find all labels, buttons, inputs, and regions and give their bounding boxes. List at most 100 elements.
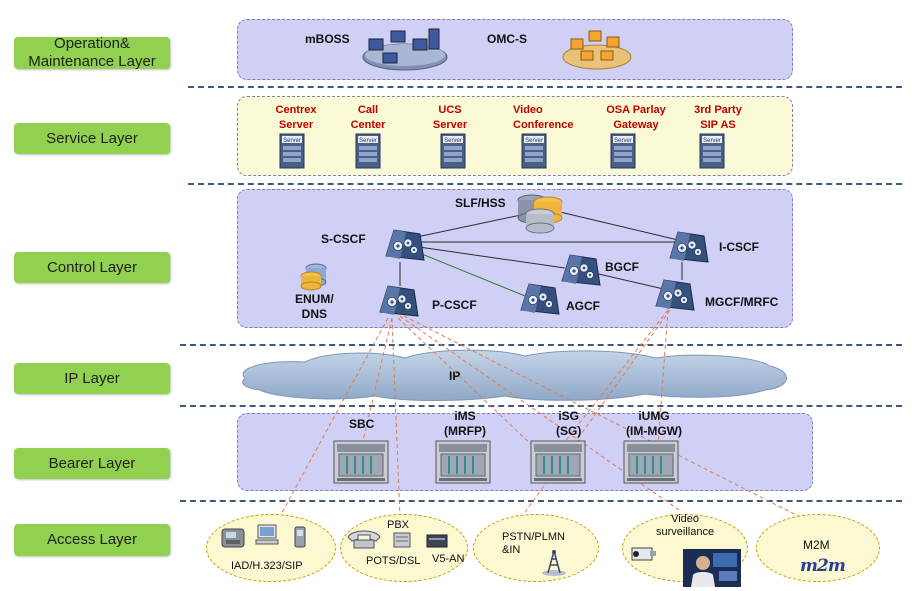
iumg-line1: iUMG bbox=[638, 409, 670, 423]
video-line2: surveillance bbox=[656, 526, 715, 538]
server-icon-label: Server bbox=[703, 138, 721, 144]
layer-label-control: Control Layer bbox=[14, 252, 170, 283]
service-ucs-line1: UCS bbox=[438, 104, 462, 116]
mgcf-mrfc-label: MGCF/MRFC bbox=[705, 295, 779, 309]
agcf-label: AGCF bbox=[566, 299, 600, 313]
server-icon: Server bbox=[355, 133, 381, 169]
service-centrex-line2: Server bbox=[278, 119, 314, 131]
service-3rdparty-line1: 3rd Party bbox=[694, 104, 742, 116]
v5-an-label: V5-AN bbox=[432, 553, 465, 565]
ims-label: iMS (MRFP) bbox=[444, 409, 486, 439]
bgcf-label: BGCF bbox=[605, 260, 639, 274]
isg-line1: iSG bbox=[558, 409, 579, 423]
layer-separator bbox=[188, 86, 902, 88]
service-osa-line2: Gateway bbox=[613, 119, 659, 131]
pstn-line1: PSTN/PLMN bbox=[502, 531, 565, 543]
ims-gateway-icon bbox=[435, 440, 491, 484]
layer-label-ip: IP Layer bbox=[14, 363, 170, 394]
server-icon-label: Server bbox=[525, 138, 543, 144]
server-icon-label: Server bbox=[359, 138, 377, 144]
service-3rdparty-label: 3rd Party SIP AS bbox=[684, 103, 752, 133]
telephone-icon bbox=[347, 530, 381, 549]
ip-phone-icon bbox=[221, 528, 245, 548]
layer-separator bbox=[180, 405, 902, 407]
bearer-zone bbox=[237, 413, 813, 491]
oam-zone bbox=[237, 19, 793, 80]
icscf-gear-node-icon bbox=[669, 231, 709, 263]
layer-separator bbox=[180, 500, 902, 502]
isg-label: iSG (SG) bbox=[556, 409, 581, 439]
service-osa-label: OSA Parlay Gateway bbox=[596, 103, 676, 133]
iad-label: IAD/H.323/SIP bbox=[231, 560, 303, 572]
server-icon: Server bbox=[521, 133, 547, 169]
scscf-label: S-CSCF bbox=[321, 232, 366, 246]
sbc-label: SBC bbox=[349, 417, 375, 431]
server-icon: Server bbox=[279, 133, 305, 169]
server-icon: Server bbox=[699, 133, 725, 169]
scscf-gear-node-icon bbox=[385, 229, 425, 261]
pcscf-label: P-CSCF bbox=[432, 298, 477, 312]
pstn-line2: &IN bbox=[502, 544, 521, 556]
service-videoconf-line2: Conference bbox=[513, 119, 574, 131]
iumg-label: iUMG (IM-MGW) bbox=[626, 409, 682, 439]
pbx-device-icon bbox=[393, 532, 411, 548]
pstn-plmn-label: PSTN/PLMN &IN bbox=[502, 531, 565, 557]
layer-label-service: Service Layer bbox=[14, 123, 170, 154]
service-videoconf-line1: Video bbox=[513, 104, 543, 116]
pots-dsl-label: POTS/DSL bbox=[366, 555, 421, 567]
agcf-gear-node-icon bbox=[520, 283, 560, 315]
server-icon-label: Server bbox=[614, 138, 632, 144]
video-line1: Video bbox=[671, 513, 700, 525]
computer-icon bbox=[255, 524, 279, 545]
service-videoconf-label: Video Conference bbox=[513, 103, 589, 133]
icscf-label: I-CSCF bbox=[719, 240, 759, 254]
enum-dns-label: ENUM/ DNS bbox=[295, 292, 334, 322]
ip-cloud-icon bbox=[242, 349, 787, 401]
service-centrex-line1: Centrex bbox=[275, 104, 317, 116]
service-callcenter-line1: Call bbox=[357, 104, 379, 116]
mboss-label: mBOSS bbox=[305, 32, 350, 46]
v5-access-device-icon bbox=[426, 534, 448, 548]
service-ucs-line2: Server bbox=[432, 119, 468, 131]
server-icon-label: Server bbox=[444, 138, 462, 144]
layer-label-bearer: Bearer Layer bbox=[14, 448, 170, 479]
service-3rdparty-line2: SIP AS bbox=[700, 119, 736, 131]
layer-label-oam: Operation& Maintenance Layer bbox=[14, 35, 170, 70]
pcscf-gear-node-icon bbox=[379, 285, 419, 317]
m2m-logo: m2m bbox=[800, 556, 846, 576]
service-callcenter-line2: Center bbox=[350, 119, 386, 131]
server-icon: Server bbox=[440, 133, 466, 169]
service-centrex-label: Centrex Server bbox=[264, 103, 328, 133]
surveillance-operator-photo bbox=[683, 549, 741, 587]
server-icon: Server bbox=[610, 133, 636, 169]
mboss-network-icon bbox=[362, 28, 448, 71]
layer-label-access: Access Layer bbox=[14, 524, 170, 556]
service-callcenter-label: Call Center bbox=[336, 103, 400, 133]
layer-separator bbox=[180, 344, 902, 346]
security-camera-icon bbox=[631, 547, 656, 561]
pbx-label: PBX bbox=[387, 519, 410, 531]
mobile-phone-icon bbox=[294, 526, 306, 548]
mgcf-gear-node-icon bbox=[655, 279, 695, 311]
antenna-tower-icon bbox=[542, 550, 566, 576]
video-surveillance-label: Video surveillance bbox=[656, 513, 714, 539]
slf-hss-label: SLF/HSS bbox=[455, 196, 506, 210]
bgcf-gear-node-icon bbox=[561, 254, 601, 286]
omcs-label: OMC-S bbox=[487, 32, 527, 46]
omcs-network-icon bbox=[562, 30, 632, 70]
ims-line1: iMS bbox=[454, 409, 476, 423]
ims-line2: (MRFP) bbox=[444, 424, 486, 438]
server-icon-label: Server bbox=[283, 138, 301, 144]
sbc-gateway-icon bbox=[333, 440, 389, 484]
isg-gateway-icon bbox=[530, 440, 586, 484]
enum-line2: DNS bbox=[301, 307, 327, 321]
enum-database-icon bbox=[300, 263, 327, 291]
layer-separator bbox=[188, 183, 902, 185]
ip-cloud-label: IP bbox=[449, 369, 461, 383]
access-pstn-group bbox=[473, 514, 599, 582]
enum-line1: ENUM/ bbox=[295, 292, 334, 306]
access-m2m-group bbox=[756, 514, 880, 582]
iumg-line2: (IM-MGW) bbox=[626, 424, 682, 438]
